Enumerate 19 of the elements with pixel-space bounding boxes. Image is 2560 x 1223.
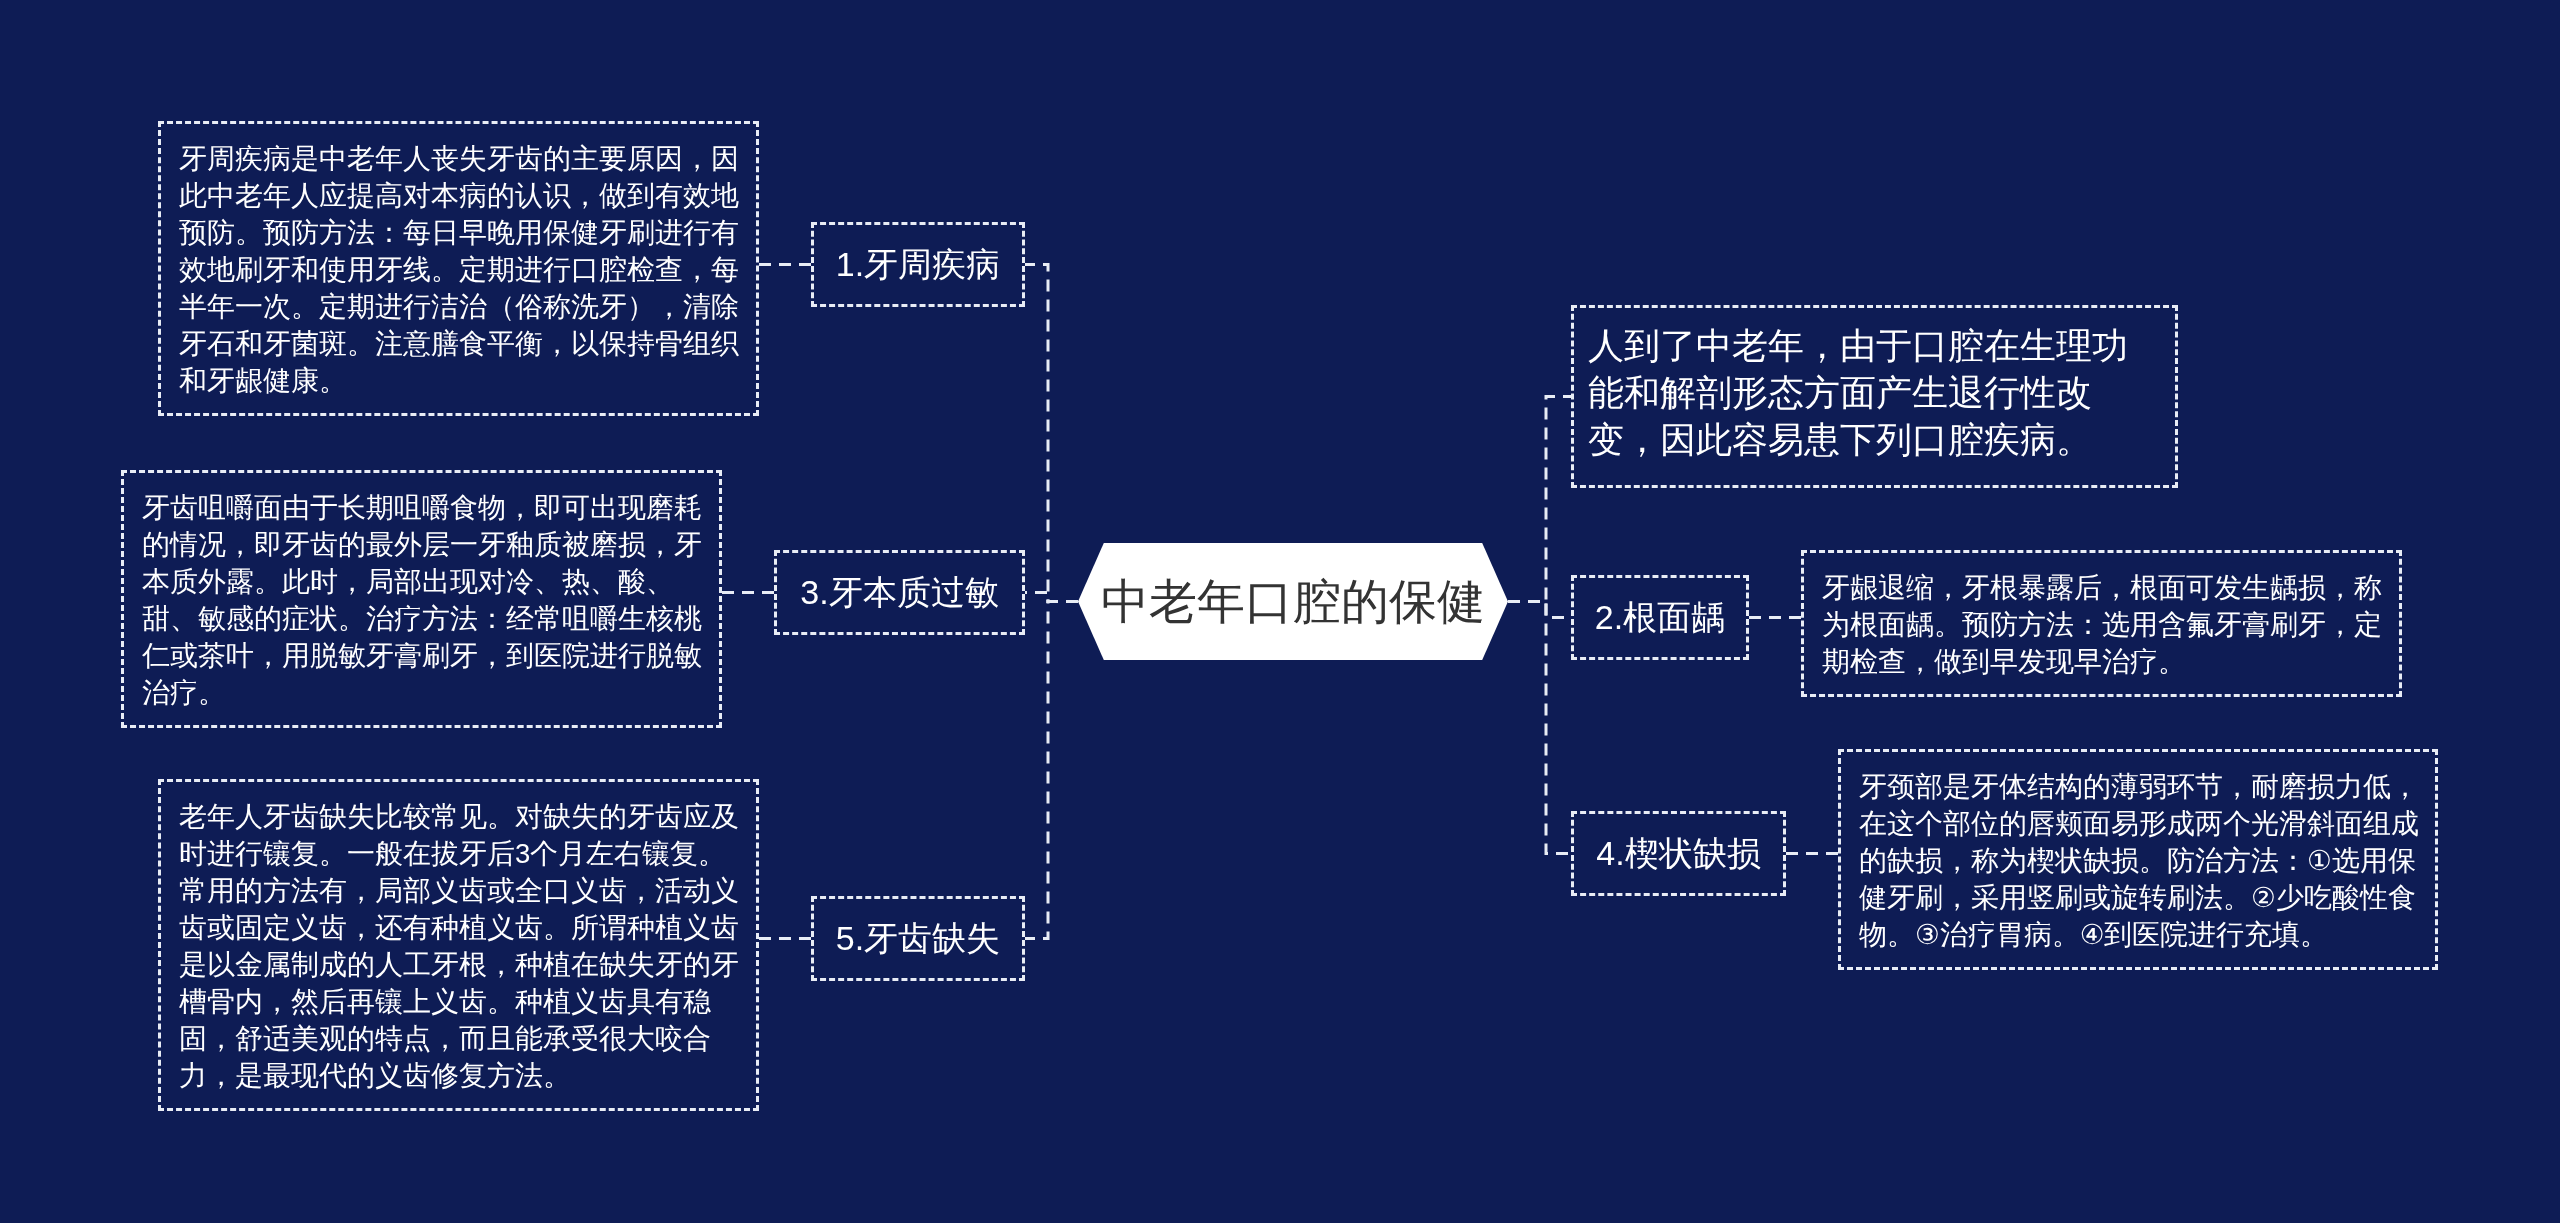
note-box: 牙齿咀嚼面由于长期咀嚼食物，即可出现磨耗的情况，即牙齿的最外层一牙釉质被磨损，牙本质外露。此时，局部出现对冷、热、酸、甜、敏感的症状。治疗方法：经常咀嚼生核桃仁或茶叶，用脱敏牙膏刷牙，到医院进行脱敏治疗。	[121, 470, 722, 728]
connector-line	[1025, 600, 1078, 940]
note-box: 牙龈退缩，牙根暴露后，根面可发生龋损，称为根面龋。预防方法：选用含氟牙膏刷牙，定期检查，做到早发现早治疗。	[1801, 550, 2402, 697]
connector-line	[759, 263, 811, 266]
note-box: 牙颈部是牙体结构的薄弱环节，耐磨损力低，在这个部位的唇颊面易形成两个光滑斜面组成的缺损，称为楔状缺损。防治方法：①选用保健牙刷，采用竖刷或旋转刷法。②少吃酸性食物。③治疗胃病。④到医院进行充填。	[1838, 749, 2438, 970]
note-box: 人到了中老年，由于口腔在生理功能和解剖形态方面产生退行性改变，因此容易患下列口腔疾病。	[1571, 305, 2178, 488]
connector-line	[722, 591, 774, 594]
note-box: 老年人牙齿缺失比较常见。对缺失的牙齿应及时进行镶复。一般在拔牙后3个月左右镶复。常用的方法有，局部义齿或全口义齿，活动义齿或固定义齿，还有种植义齿。所谓种植义齿是以金属制成的人工牙根，种植在缺失牙的牙槽骨内，然后再镶上义齿。种植义齿具有稳固，舒适美观的特点，而且能承受很大咬合力，是最现代的义齿修复方法。	[158, 779, 759, 1111]
central-topic: 中老年口腔的保健	[1078, 543, 1508, 660]
topic-box: 2.根面龋	[1571, 575, 1749, 660]
topic-box: 1.牙周疾病	[811, 222, 1025, 307]
connector-line	[1786, 852, 1838, 855]
connector-line	[759, 937, 811, 940]
connector-line	[1508, 600, 1571, 855]
note-box: 牙周疾病是中老年人丧失牙齿的主要原因，因此中老年人应提高对本病的认识，做到有效地预防。预防方法：每日早晚用保健牙刷进行有效地刷牙和使用牙线。定期进行口腔检查，每半年一次。定期进行洁治（俗称洗牙），清除牙石和牙菌斑。注意膳食平衡，以保持骨组织和牙龈健康。	[158, 121, 759, 416]
topic-box: 5.牙齿缺失	[811, 896, 1025, 981]
topic-box: 3.牙本质过敏	[774, 550, 1025, 635]
connector-line	[1749, 616, 1801, 619]
topic-box: 4.楔状缺损	[1571, 811, 1786, 896]
